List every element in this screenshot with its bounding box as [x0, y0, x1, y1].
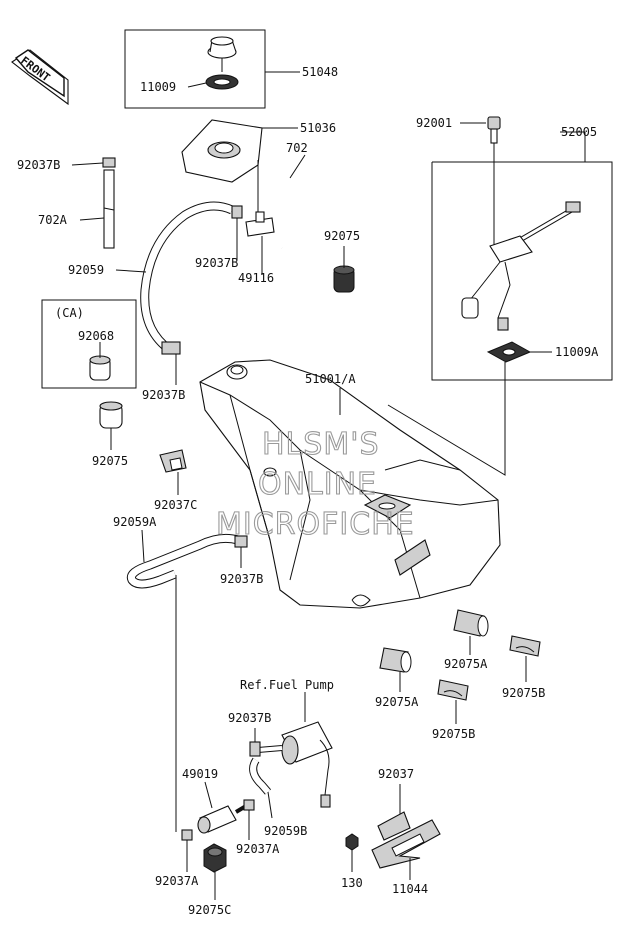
- fuel-pump-ref: [257, 692, 333, 808]
- label-92075-left: 92075: [92, 454, 128, 468]
- damper-92075B-right: [509, 635, 541, 682]
- cap-gasket-part: [187, 74, 239, 90]
- label-92075A-left: 92075A: [375, 695, 419, 709]
- label-ref-fuel-pump: Ref.Fuel Pump: [240, 678, 334, 692]
- fuel-gauge-sender: [461, 201, 581, 331]
- label-92059: 92059: [68, 263, 104, 277]
- label-11009A: 11009A: [555, 345, 599, 359]
- filler-cap-box: [124, 29, 266, 109]
- label-92037B-left: 92037B: [142, 388, 185, 402]
- fuel-filter-49019: [197, 781, 248, 834]
- label-92075C: 92075C: [188, 903, 231, 917]
- clip-92037B-low: [234, 535, 248, 568]
- label-92037B-top: 92037B: [17, 158, 60, 172]
- label-92068: 92068: [78, 329, 114, 343]
- damper-92075-right: [333, 246, 355, 293]
- label-702: 702: [286, 141, 308, 155]
- label-51048: 51048: [302, 65, 338, 79]
- clip-92037B-top: [71, 157, 116, 168]
- label-702A: 702A: [38, 213, 68, 227]
- hose-92059: [140, 201, 234, 354]
- label-92075B-right: 92075B: [502, 686, 545, 700]
- damper-92075C: [203, 843, 227, 900]
- watermark-line2: ONLINE: [258, 467, 377, 502]
- label-92037A-mid: 92037A: [236, 842, 280, 856]
- clip-92037B-pump: [249, 728, 261, 757]
- label-130: 130: [341, 876, 363, 890]
- label-ca: (CA): [55, 306, 84, 320]
- gasket-11009A: [486, 341, 552, 363]
- tee-joint-49116: [245, 160, 275, 275]
- label-52005: 52005: [561, 125, 597, 139]
- filler-cap-part: [207, 36, 237, 72]
- label-92037B-mid: 92037B: [195, 256, 238, 270]
- label-49019: 49019: [182, 767, 218, 781]
- label-92037B-low: 92037B: [220, 572, 263, 586]
- label-92001: 92001: [416, 116, 452, 130]
- bolt-92001: [487, 116, 501, 245]
- front-arrow-icon: FRONT: [11, 49, 69, 106]
- label-92075-right: 92075: [324, 229, 360, 243]
- damper-92075-left: [99, 401, 123, 450]
- label-92059B: 92059B: [264, 824, 307, 838]
- clamp-92037: [377, 784, 411, 841]
- clip-92037A-mid: [243, 799, 255, 840]
- clamp-92037C: [159, 449, 187, 495]
- label-92037C: 92037C: [154, 498, 197, 512]
- fuel-tank-51001A: [199, 359, 501, 609]
- ca-box: [41, 299, 137, 389]
- fuel-gauge-box: [431, 161, 613, 381]
- label-92037B-pump: 92037B: [228, 711, 271, 725]
- damper-92075A-right: [453, 609, 489, 655]
- clip-92037A-bottom: [181, 829, 193, 872]
- watermark: HLSM'S ONLINE MICROFICHE: [215, 426, 415, 542]
- label-49116: 49116: [238, 271, 274, 285]
- bolt-130: [345, 833, 359, 872]
- damper-92075A-left: [379, 647, 412, 692]
- damper-92075B-left: [437, 679, 469, 724]
- label-11044: 11044: [392, 882, 428, 896]
- clip-92037B-left: [161, 341, 181, 385]
- label-51036: 51036: [300, 121, 336, 135]
- label-92059A: 92059A: [113, 515, 157, 529]
- hose-702A: [79, 169, 115, 249]
- label-11009: 11009: [140, 80, 176, 94]
- label-92037A-bottom: 92037A: [155, 874, 199, 888]
- filler-neck-part: [181, 119, 298, 183]
- label-92075A-right: 92075A: [444, 657, 488, 671]
- label-51001A: 51001/A: [305, 372, 356, 386]
- damper-92068: [89, 342, 111, 381]
- label-92037: 92037: [378, 767, 414, 781]
- watermark-line1: HLSM'S: [262, 427, 380, 462]
- bracket-11044: [371, 819, 441, 880]
- label-92075B-left: 92075B: [432, 727, 475, 741]
- watermark-line3: MICROFICHE: [216, 507, 415, 542]
- clip-92037B-mid: [231, 205, 243, 260]
